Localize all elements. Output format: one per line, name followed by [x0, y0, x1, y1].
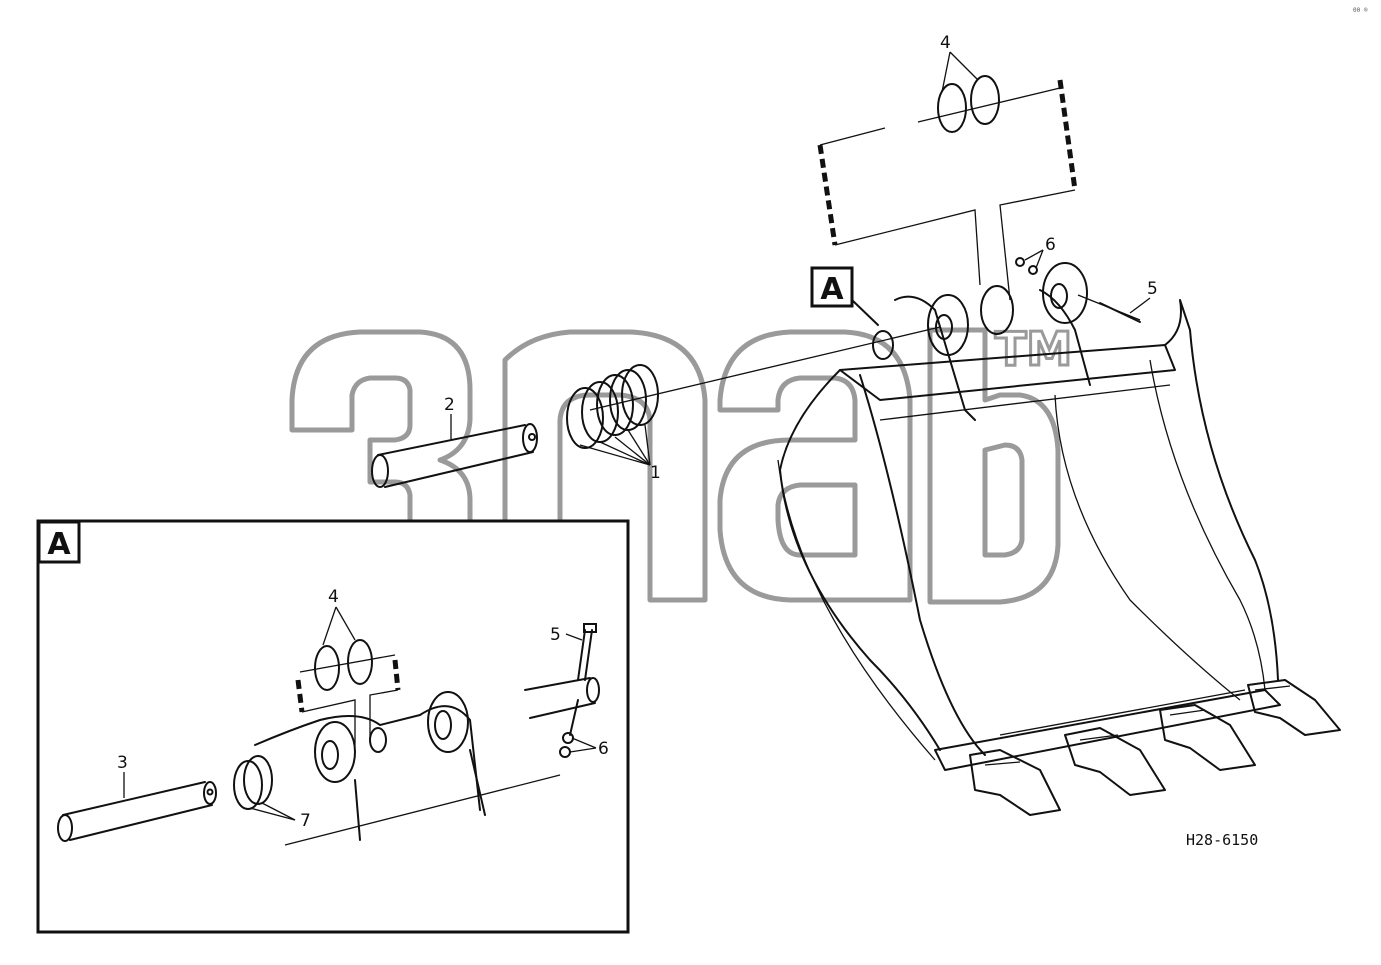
main-pin	[371, 423, 538, 488]
bucket-body	[777, 289, 1281, 771]
callout-detail-5: 5	[550, 625, 561, 645]
callout-detail-7: 7	[300, 811, 311, 831]
callout-detail-6: 6	[598, 739, 609, 759]
callout-detail-4: 4	[328, 587, 339, 607]
main-detail-flag-label: A	[820, 272, 844, 307]
detail-box: A	[36, 519, 630, 934]
callout-detail-3: 3	[117, 753, 128, 773]
detail-box-label: A	[47, 527, 71, 562]
main-shims	[566, 364, 659, 466]
callout-main-6: 6	[1045, 235, 1056, 255]
main-o-rings	[817, 75, 1078, 301]
callout-main-2: 2	[444, 395, 455, 415]
bucket-teeth	[969, 679, 1341, 816]
callout-main-5: 5	[1147, 279, 1158, 299]
main-bosses	[589, 257, 1141, 411]
main-detail-flag: A	[810, 266, 879, 326]
corner-code: 00 ®	[1353, 7, 1368, 14]
main-callouts: 4 6 5 2 1	[444, 33, 1158, 483]
callout-main-1: 1	[650, 463, 661, 483]
drawing-code: H28-6150	[1186, 831, 1258, 849]
callout-main-4: 4	[940, 33, 951, 53]
